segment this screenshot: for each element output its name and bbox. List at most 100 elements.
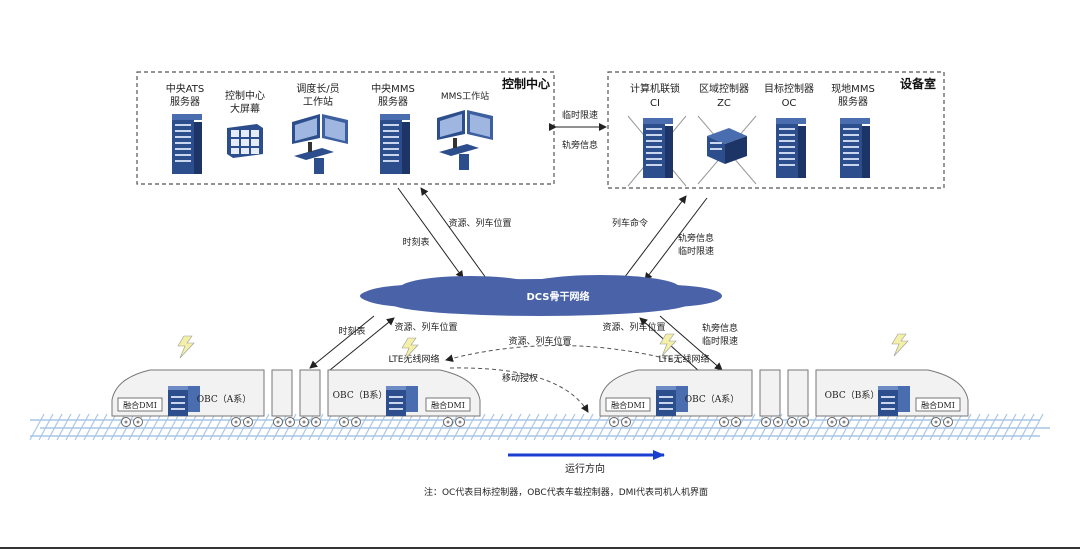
track-tie bbox=[866, 413, 882, 441]
track-tie bbox=[632, 413, 648, 441]
track-tie bbox=[281, 413, 297, 441]
train1-obc-b: OBC（B系） bbox=[333, 390, 388, 401]
track-tie bbox=[164, 413, 180, 441]
temp-speed-label: 临时限速 bbox=[562, 109, 598, 121]
er-item-3-line1: 目标控制器 bbox=[764, 82, 814, 95]
resource-pos-mid-label: 资源、列车位置 bbox=[508, 335, 571, 347]
big-screen-icon bbox=[227, 124, 263, 158]
train-1 bbox=[111, 369, 481, 427]
timetable-down-arrow bbox=[309, 315, 375, 369]
track-tie bbox=[929, 413, 945, 441]
track-tie bbox=[1019, 413, 1035, 441]
track-tie bbox=[308, 413, 324, 441]
track-tie bbox=[398, 413, 414, 441]
cc-item-2-line1: 控制中心 bbox=[225, 89, 265, 102]
resource-pos-left-arrow bbox=[329, 317, 395, 371]
track-tie bbox=[146, 413, 162, 441]
control-center-title: 控制中心 bbox=[502, 76, 550, 91]
track-ties bbox=[29, 413, 1044, 441]
track-tie bbox=[38, 413, 54, 441]
trackside-temp-label-2: 临时限速 bbox=[678, 245, 714, 257]
direction-label: 运行方向 bbox=[565, 462, 605, 475]
train2-obc-b: OBC（B系） bbox=[825, 390, 880, 401]
track-tie bbox=[155, 413, 171, 441]
resource-pos-up-arrow bbox=[420, 187, 487, 279]
track-tie bbox=[452, 413, 468, 441]
track-tie bbox=[407, 413, 423, 441]
track-tie bbox=[191, 413, 207, 441]
track-tie bbox=[902, 413, 918, 441]
track-tie bbox=[371, 413, 387, 441]
er-item-1-line1: 计算机联锁 bbox=[630, 82, 680, 95]
obc-a-box-icon bbox=[656, 386, 688, 416]
movement-auth-arrow bbox=[449, 367, 589, 413]
track-tie bbox=[254, 413, 270, 441]
lightning-icon bbox=[401, 337, 419, 361]
train-command-label: 列车命令 bbox=[612, 217, 648, 229]
track-tie bbox=[659, 413, 675, 441]
track-tie bbox=[245, 413, 261, 441]
track-tie bbox=[605, 413, 621, 441]
resource-pos-left-label: 资源、列车位置 bbox=[394, 321, 457, 333]
obc-a-box-icon bbox=[168, 386, 200, 416]
track-tie bbox=[731, 413, 747, 441]
track-tie bbox=[893, 413, 909, 441]
footnote: 注：OC代表目标控制器，OBC代表车载控制器，DMI代表司机人机界面 bbox=[424, 486, 708, 498]
dcs-backbone-cloud bbox=[360, 275, 722, 316]
track-tie bbox=[29, 413, 45, 441]
track-tie bbox=[848, 413, 864, 441]
obc-b-box-icon bbox=[386, 386, 418, 416]
track-tie bbox=[551, 413, 567, 441]
track-tie bbox=[596, 413, 612, 441]
central-ats-server-icon bbox=[172, 114, 202, 174]
train1-dmi-right: 融合DMI bbox=[431, 400, 465, 410]
track-tie bbox=[704, 413, 720, 441]
track-tie bbox=[974, 413, 990, 441]
track-tie bbox=[47, 413, 63, 441]
bottom-border bbox=[0, 547, 1080, 549]
lightning-icon bbox=[177, 335, 195, 359]
train2-dmi-right: 融合DMI bbox=[921, 400, 955, 410]
track-tie bbox=[758, 413, 774, 441]
cc-item-2-line2: 大屏幕 bbox=[230, 102, 260, 115]
trackside-info-label: 轨旁信息 bbox=[562, 139, 598, 151]
cc-item-3-line2: 工作站 bbox=[303, 95, 333, 108]
track-tie bbox=[677, 413, 693, 441]
track-tie bbox=[218, 413, 234, 441]
lte-left-label: LTE无线网络 bbox=[389, 353, 440, 365]
track-tie bbox=[884, 413, 900, 441]
track-tie bbox=[389, 413, 405, 441]
track-tie bbox=[857, 413, 873, 441]
track-tie bbox=[227, 413, 243, 441]
track-tie bbox=[56, 413, 72, 441]
track-tie bbox=[515, 413, 531, 441]
trackside-lower-label-2: 临时限速 bbox=[702, 335, 738, 347]
lte-right-label: LTE无线网络 bbox=[659, 353, 710, 365]
track-tie bbox=[542, 413, 558, 441]
mms-workstation-icon bbox=[437, 110, 493, 170]
track-tie bbox=[272, 413, 288, 441]
track-tie bbox=[488, 413, 504, 441]
track-tie bbox=[380, 413, 396, 441]
track-tie bbox=[335, 413, 351, 441]
track-tie bbox=[587, 413, 603, 441]
dcs-label: DCS骨干网络 bbox=[526, 290, 589, 303]
er-item-2-line1: 区域控制器 bbox=[699, 82, 749, 95]
track-tie bbox=[101, 413, 117, 441]
track-tie bbox=[533, 413, 549, 441]
zc-controller-icon bbox=[697, 115, 757, 185]
track-tie bbox=[983, 413, 999, 441]
cc-item-1-line1: 中央ATS bbox=[166, 82, 205, 95]
er-item-2-line2: ZC bbox=[717, 98, 731, 109]
er-item-4-line2: 服务器 bbox=[838, 95, 868, 108]
trackside-temp-label-1: 轨旁信息 bbox=[678, 232, 714, 244]
track-tie bbox=[650, 413, 666, 441]
train1-dmi-left: 融合DMI bbox=[123, 400, 157, 410]
trackside-temp-down-arrow bbox=[644, 197, 708, 281]
track-tie bbox=[479, 413, 495, 441]
equipment-room-title: 设备室 bbox=[900, 76, 936, 91]
local-mms-server-icon bbox=[840, 118, 870, 178]
train2-obc-a: OBC（A系） bbox=[685, 394, 740, 405]
track-tie bbox=[470, 413, 486, 441]
track-tie bbox=[623, 413, 639, 441]
